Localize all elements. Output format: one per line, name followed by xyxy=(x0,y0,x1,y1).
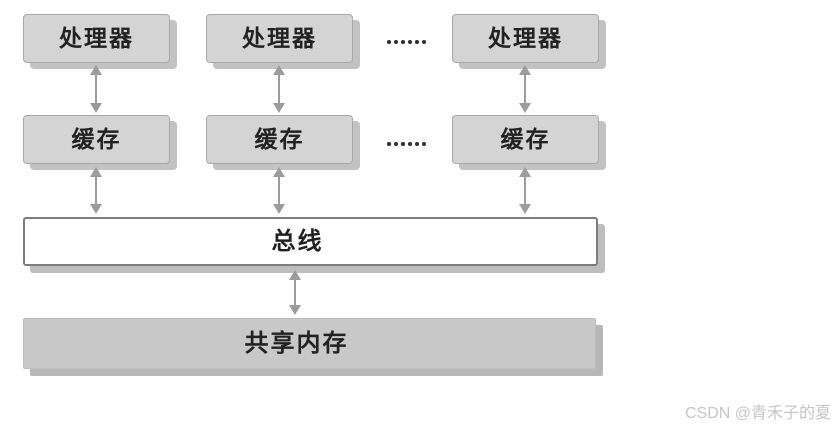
arrow-head-down-icon xyxy=(90,103,102,113)
arrow-shaft xyxy=(294,280,296,305)
cache-box-2: 缓存 xyxy=(206,115,353,164)
ellipsis-icon-processors xyxy=(387,40,426,44)
processor-box-1: 处理器 xyxy=(23,14,170,63)
ellipsis-dot xyxy=(415,142,419,146)
arrow-shaft xyxy=(95,177,97,204)
arrow-head-down-icon xyxy=(273,204,285,214)
ellipsis-dot xyxy=(408,142,412,146)
arrow-bus-memory-icon xyxy=(289,270,301,315)
ellipsis-dot xyxy=(422,40,426,44)
ellipsis-dot xyxy=(415,40,419,44)
csdn-watermark: CSDN @青禾子的夏 xyxy=(684,405,831,422)
arrow-head-up-icon xyxy=(519,65,531,75)
bus-box: 总线 xyxy=(23,217,598,266)
arrow-shaft xyxy=(95,75,97,103)
processor-label-3: 处理器 xyxy=(488,26,563,51)
arrow-head-up-icon xyxy=(273,167,285,177)
arrow-head-down-icon xyxy=(519,204,531,214)
arrow-shaft xyxy=(278,75,280,103)
arrow-head-up-icon xyxy=(519,167,531,177)
ellipsis-dot xyxy=(394,142,398,146)
cache-label-2: 缓存 xyxy=(254,127,305,152)
processor-box-2: 处理器 xyxy=(206,14,353,63)
ellipsis-dot xyxy=(387,40,391,44)
arrow-head-up-icon xyxy=(273,65,285,75)
arrow-processor2-cache2-icon xyxy=(273,65,285,113)
arrow-processor3-cache3-icon xyxy=(519,65,531,113)
arrow-head-down-icon xyxy=(519,103,531,113)
shared-memory-label: 共享内存 xyxy=(244,330,349,357)
processor-box-3: 处理器 xyxy=(452,14,599,63)
arrow-head-down-icon xyxy=(289,305,301,315)
arrow-head-up-icon xyxy=(90,65,102,75)
arrow-head-up-icon xyxy=(289,270,301,280)
arrow-cache2-bus-icon xyxy=(273,167,285,214)
ellipsis-dot xyxy=(387,142,391,146)
arrow-cache3-bus-icon xyxy=(519,167,531,214)
arrow-shaft xyxy=(278,177,280,204)
cache-label-1: 缓存 xyxy=(71,127,122,152)
arrow-head-up-icon xyxy=(90,167,102,177)
cache-label-3: 缓存 xyxy=(500,127,551,152)
arrow-head-down-icon xyxy=(90,204,102,214)
processor-label-2: 处理器 xyxy=(242,26,317,51)
arrow-cache1-bus-icon xyxy=(90,167,102,214)
ellipsis-dot xyxy=(408,40,412,44)
arrow-processor1-cache1-icon xyxy=(90,65,102,113)
arrow-shaft xyxy=(524,177,526,204)
ellipsis-dot xyxy=(401,40,405,44)
ellipsis-dot xyxy=(401,142,405,146)
ellipsis-dot xyxy=(422,142,426,146)
cache-box-1: 缓存 xyxy=(23,115,170,164)
bus-label: 总线 xyxy=(271,228,324,255)
processor-label-1: 处理器 xyxy=(59,26,134,51)
ellipsis-dot xyxy=(394,40,398,44)
ellipsis-icon-caches xyxy=(387,142,426,146)
arrow-head-down-icon xyxy=(273,103,285,113)
arrow-shaft xyxy=(524,75,526,103)
cache-box-3: 缓存 xyxy=(452,115,599,164)
shared-memory-box: 共享内存 xyxy=(23,318,596,369)
